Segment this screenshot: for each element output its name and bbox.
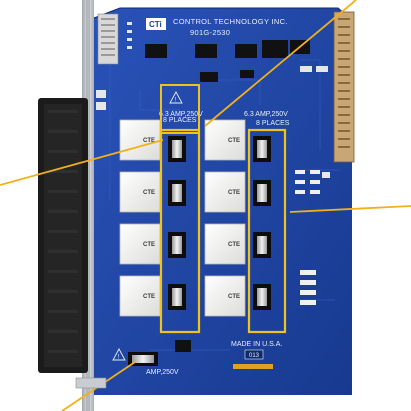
made-in-usa: MADE IN U.S.A. — [231, 341, 282, 348]
callout-line — [204, 0, 357, 127]
svg-text:CTE: CTE — [143, 190, 155, 196]
ic-chip — [235, 44, 257, 58]
svg-text:CTE: CTE — [228, 138, 240, 144]
relay: CTE — [119, 171, 161, 213]
revision-tag: 013 — [249, 353, 260, 359]
ic-chip — [262, 40, 288, 58]
svg-text:!: ! — [118, 355, 120, 361]
relay: CTE — [204, 275, 246, 317]
relay: CTE — [119, 275, 161, 317]
fuse — [253, 232, 271, 258]
svg-text:CTE: CTE — [228, 242, 240, 248]
highlight-fuse-column-left — [159, 128, 201, 334]
fuse — [253, 180, 271, 206]
callout-line — [289, 205, 411, 213]
brand-logo: CTi — [149, 20, 162, 29]
relay: CTE — [119, 119, 161, 161]
barcode-sticker — [233, 364, 273, 369]
fuse-places-left: 8 PLACES — [163, 117, 197, 124]
svg-text:CTE: CTE — [228, 294, 240, 300]
faceplate-tab — [75, 377, 107, 389]
fuse — [253, 136, 271, 162]
warning-icon — [169, 91, 183, 104]
relay: CTE — [119, 223, 161, 265]
fuse — [168, 284, 186, 310]
callout-line — [0, 139, 164, 186]
fuse-places-right: 8 PLACES — [256, 120, 290, 127]
svg-text:CTE: CTE — [143, 242, 155, 248]
fuse — [253, 284, 271, 310]
relay-bank: CTE CTE CTE CTE CTE CTE CTE CTE — [119, 119, 246, 317]
ic-chip — [195, 44, 217, 58]
highlight-fuse-label-left — [160, 84, 200, 134]
fuse-column-right — [253, 136, 271, 310]
ic-chip — [145, 44, 167, 58]
part-number: 901G-2530 — [190, 28, 230, 37]
header-connector-top — [97, 13, 119, 65]
fuse-rating-left: 6.3 AMP,250V — [159, 111, 203, 118]
fuse-rating-right: 6.3 AMP,250V — [244, 111, 288, 118]
silkscreen: CTi CONTROL TECHNOLOGY INC. 901G-2530 ! … — [112, 17, 290, 376]
warning-icon — [112, 348, 126, 361]
relay: CTE — [204, 119, 246, 161]
edge-connector — [38, 98, 88, 373]
relay: CTE — [204, 171, 246, 213]
svg-text:CTE: CTE — [228, 190, 240, 196]
relay: CTE — [204, 223, 246, 265]
brand-logo-box — [146, 18, 166, 30]
fuse — [168, 136, 186, 162]
ribbon-connector-right — [333, 11, 355, 163]
fuse — [168, 232, 186, 258]
fuse-column-left — [168, 136, 186, 310]
fuse-bottom — [128, 352, 158, 366]
bottom-fuse-rating: AMP,250V — [146, 369, 179, 376]
svg-text:CTE: CTE — [143, 294, 155, 300]
fuse — [168, 180, 186, 206]
highlight-boxes: 8 PLACES — [159, 84, 287, 334]
company-name: CONTROL TECHNOLOGY INC. — [173, 17, 288, 26]
highlight-fuse-column-right — [247, 128, 287, 334]
svg-text:CTE: CTE — [143, 138, 155, 144]
svg-text:!: ! — [175, 98, 177, 104]
